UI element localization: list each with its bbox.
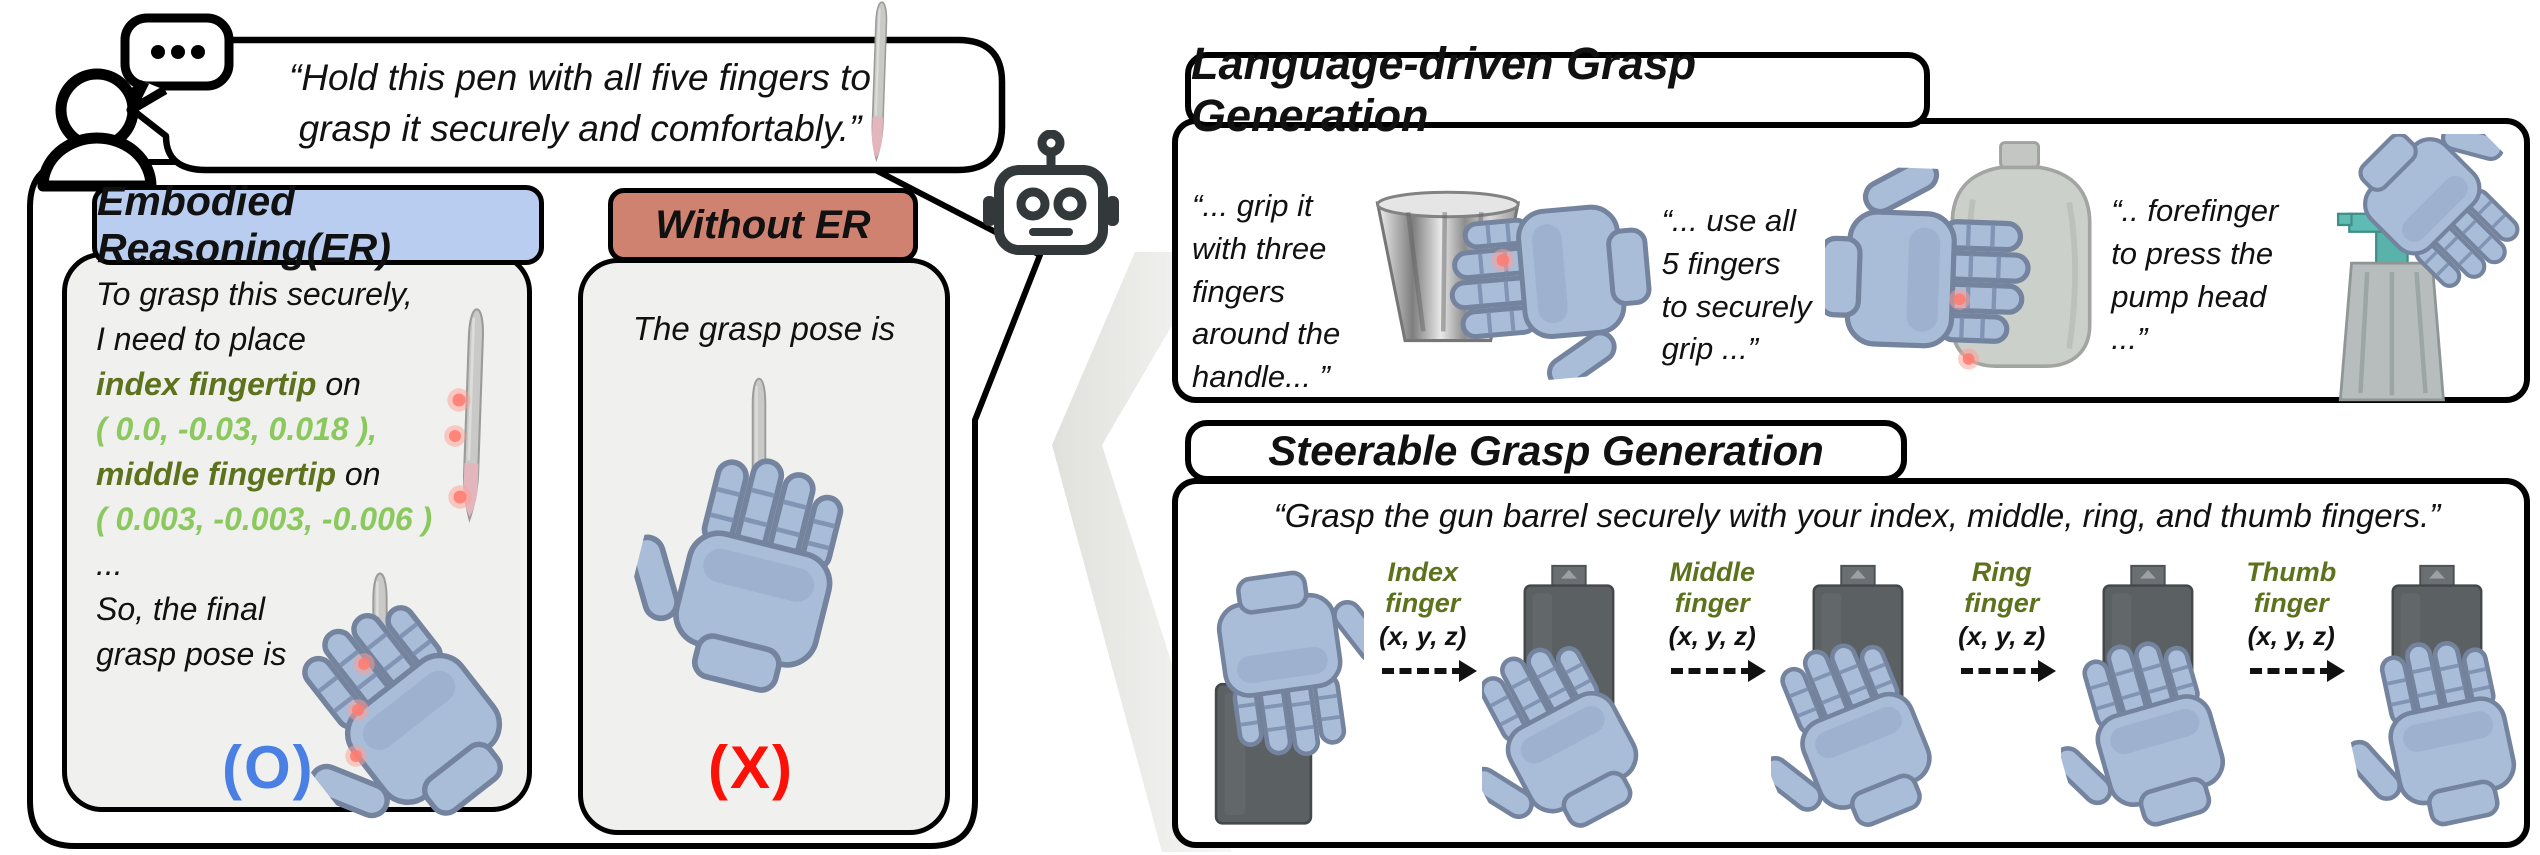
xyz-label: (x, y, z) <box>1668 621 1756 652</box>
er-reasoning-line: index fingertip on <box>96 362 432 407</box>
er-final-line: So, the final <box>96 591 265 627</box>
steerable-panel-header: Steerable Grasp Generation <box>1185 420 1907 482</box>
without-er-grasp-image <box>615 377 905 705</box>
person-icon <box>37 13 234 192</box>
xyz-label: (x, y, z) <box>1379 621 1467 652</box>
steerable-panel-title: Steerable Grasp Generation <box>1268 427 1824 474</box>
language-examples-row: “... grip it with three fingers around t… <box>1192 130 2522 405</box>
grasp-quote: “... grip it with three fingers around t… <box>1192 188 1341 395</box>
grasp-step-image <box>1192 567 1364 825</box>
grasp-quote: “.. forefinger to press the pump head ..… <box>2111 193 2279 357</box>
result-wrong-label: (X) <box>708 734 794 801</box>
bottle-grasp-image <box>1825 132 2105 370</box>
user-prompt-text: “Hold this pen with all five fingers to … <box>289 57 871 149</box>
er-reasoning-line: To grasp this securely, <box>96 276 413 312</box>
flow-chevron-icon <box>1052 252 1232 852</box>
er-final-line: grasp pose is <box>96 636 287 672</box>
finger-step-label: Thumb finger <box>2246 557 2337 619</box>
language-panel-title: Language-driven Grasp Generation <box>1191 38 1697 141</box>
dashed-arrow-icon <box>1381 660 1477 683</box>
er-coords-line: ( 0.0, -0.03, 0.018 ), <box>96 411 378 447</box>
er-reasoning-line: I need to place <box>96 321 306 357</box>
er-reasoning-text: To grasp this securely, I need to place … <box>96 272 432 677</box>
without-er-body-text: The grasp pose is <box>632 310 896 347</box>
dashed-arrow-icon <box>1960 660 2056 683</box>
dashed-arrow-icon <box>2250 660 2346 683</box>
finger-step: Thumb finger (x, y, z) <box>2237 557 2346 683</box>
grasp-step-image <box>1482 564 1654 840</box>
pen-icon <box>870 0 889 161</box>
grasp-step-image <box>2061 564 2233 840</box>
finger-name: index fingertip <box>96 366 317 402</box>
finger-step: Ring finger (x, y, z) <box>1948 557 2056 683</box>
pump-grasp-image <box>2297 134 2522 405</box>
finger-step: Middle finger (x, y, z) <box>1658 557 1767 683</box>
finger-name: middle fingertip <box>96 456 336 492</box>
xyz-label: (x, y, z) <box>2247 621 2335 652</box>
xyz-label: (x, y, z) <box>1958 621 2046 652</box>
result-correct-label: (O) <box>222 734 315 801</box>
steerable-instruction: “Grasp the gun barrel securely with your… <box>1273 497 2441 534</box>
er-panel-header: Embodied Reasoning(ER) <box>92 178 544 271</box>
er-reasoning-line: middle fingertip on <box>96 452 432 497</box>
grasp-quote: “... use all 5 fingers to securely grip … <box>1661 203 1812 367</box>
er-coords-line: ( 0.003, -0.003, -0.006 ) <box>96 501 433 537</box>
grasp-step-image <box>2350 564 2522 840</box>
steerable-steps-row: Index finger (x, y, z) Middle finger (x,… <box>1192 542 2522 848</box>
language-panel-header: Language-driven Grasp Generation <box>1185 38 1930 141</box>
pen-contact-points-image <box>444 307 486 522</box>
finger-step: Index finger (x, y, z) <box>1369 557 1477 683</box>
without-er-panel-title: Without ER <box>655 202 871 247</box>
finger-step-label: Ring finger <box>1964 557 2040 619</box>
grasp-step-image <box>1771 564 1943 840</box>
without-er-panel-header: Without ER <box>608 188 918 262</box>
finger-step-label: Index finger <box>1385 557 1461 619</box>
finger-step-label: Middle finger <box>1669 557 1756 619</box>
er-reasoning-line-tail: on <box>316 366 361 402</box>
er-reasoning-line-tail: on <box>336 456 381 492</box>
dashed-arrow-icon <box>1671 660 1767 683</box>
er-ellipsis: ... <box>96 546 123 582</box>
robot-icon <box>983 130 1119 255</box>
cup-grasp-image <box>1356 142 1656 406</box>
er-panel-title: Embodied Reasoning(ER) <box>97 178 391 271</box>
